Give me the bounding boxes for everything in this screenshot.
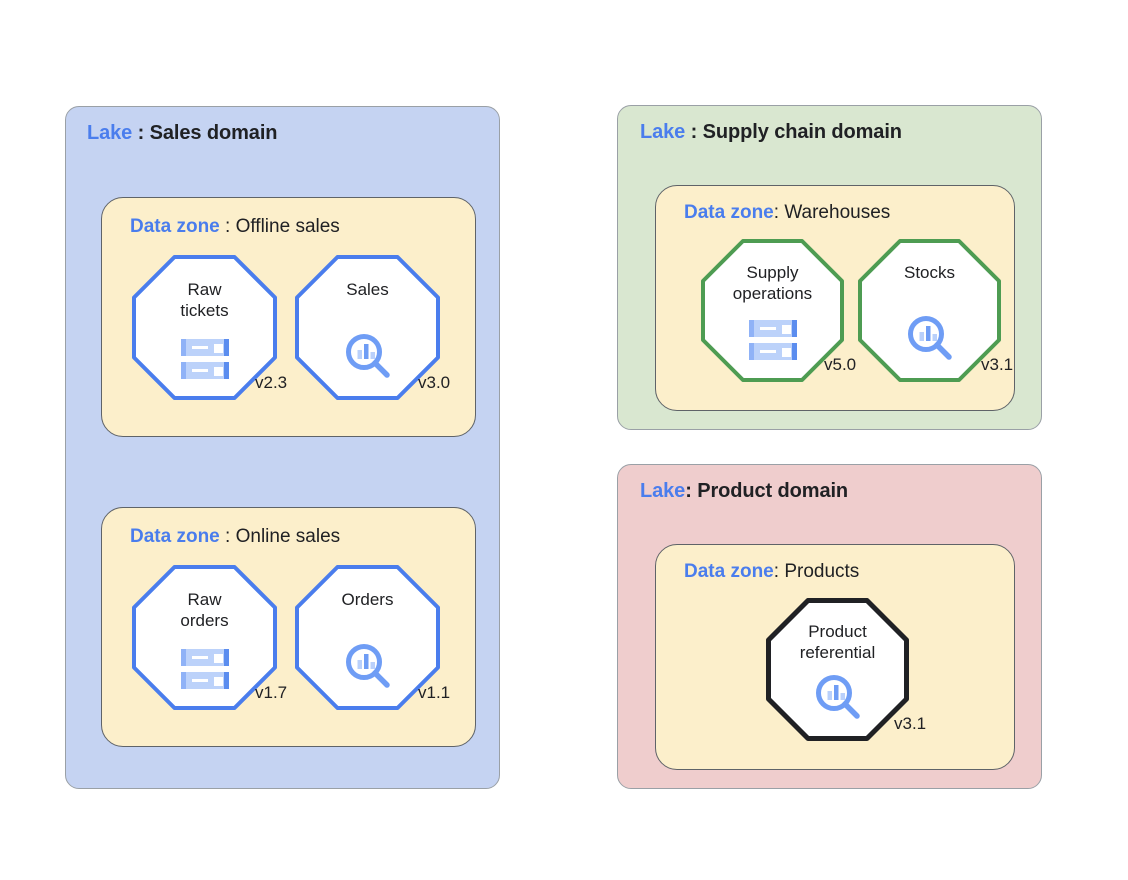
zone-keyword: Data zone: [130, 526, 220, 547]
lake-separator: :: [685, 121, 703, 143]
data-zone-warehouses[interactable]: Data zone: Warehouses Supply operations: [655, 185, 1015, 411]
dataset-version: v3.0: [418, 373, 451, 392]
data-zone-online-sales[interactable]: Data zone : Online sales Raw orders: [101, 507, 476, 747]
zone-name: Online sales: [235, 526, 341, 547]
lake-keyword: Lake: [640, 480, 686, 502]
dataset-node-product-referential[interactable]: Product referential v3.1: [766, 598, 926, 741]
lake-panel-product[interactable]: Lake: Product domain Data zone: Products…: [617, 464, 1042, 789]
analytics-magnifier-icon: [906, 314, 954, 362]
lake-name: Product domain: [697, 480, 849, 502]
analytics-magnifier-icon: [344, 642, 392, 690]
lake-title-product: Lake: Product domain: [640, 480, 848, 503]
zone-separator: :: [773, 561, 785, 582]
lake-name: Supply chain domain: [702, 121, 902, 143]
zone-separator: :: [773, 202, 785, 223]
lake-separator: :: [685, 480, 698, 502]
zone-title-warehouses: Data zone: Warehouses: [684, 202, 890, 224]
zone-title-offline-sales: Data zone : Offline sales: [130, 216, 340, 238]
zone-title-online-sales: Data zone : Online sales: [130, 526, 340, 548]
dataset-node-raw-tickets[interactable]: Raw tickets v2.3: [132, 255, 287, 400]
dataset-node-supply-operations[interactable]: Supply operations v5.0: [701, 239, 856, 382]
lake-keyword: Lake: [87, 122, 133, 144]
zone-keyword: Data zone: [684, 561, 774, 582]
analytics-magnifier-icon: [344, 332, 392, 380]
database-icon: [177, 338, 233, 380]
analytics-magnifier-icon: [814, 673, 862, 721]
dataset-version: v3.1: [981, 355, 1014, 374]
lake-separator: :: [132, 122, 150, 144]
dataset-version: v1.1: [418, 683, 451, 702]
lake-name: Sales domain: [149, 122, 278, 144]
lake-panel-sales[interactable]: Lake : Sales domain Data zone : Offline …: [65, 106, 500, 789]
database-icon: [745, 319, 801, 361]
lake-title-supply-chain: Lake : Supply chain domain: [640, 121, 902, 144]
lake-panel-supply-chain[interactable]: Lake : Supply chain domain Data zone: Wa…: [617, 105, 1042, 430]
zone-keyword: Data zone: [130, 216, 220, 237]
zone-separator: :: [219, 526, 236, 547]
zone-title-products: Data zone: Products: [684, 561, 859, 583]
database-icon: [177, 648, 233, 690]
dataset-node-orders[interactable]: Orders v1.1: [295, 565, 450, 710]
dataset-node-stocks[interactable]: Stocks v3.1: [858, 239, 1013, 382]
lake-title-sales: Lake : Sales domain: [87, 122, 278, 145]
dataset-node-raw-orders[interactable]: Raw orders v1.7: [132, 565, 287, 710]
zone-name: Warehouses: [784, 202, 891, 223]
dataset-version: v3.1: [894, 714, 927, 733]
zone-name: Offline sales: [235, 216, 340, 237]
zone-name: Products: [784, 561, 860, 582]
zone-keyword: Data zone: [684, 202, 774, 223]
dataset-node-sales[interactable]: Sales v3.0: [295, 255, 450, 400]
data-zone-products[interactable]: Data zone: Products Product referential: [655, 544, 1015, 770]
dataset-version: v2.3: [255, 373, 288, 392]
zone-separator: :: [219, 216, 236, 237]
lake-keyword: Lake: [640, 121, 686, 143]
dataset-version: v5.0: [824, 355, 857, 374]
dataset-version: v1.7: [255, 683, 288, 702]
data-zone-offline-sales[interactable]: Data zone : Offline sales Raw tickets: [101, 197, 476, 437]
